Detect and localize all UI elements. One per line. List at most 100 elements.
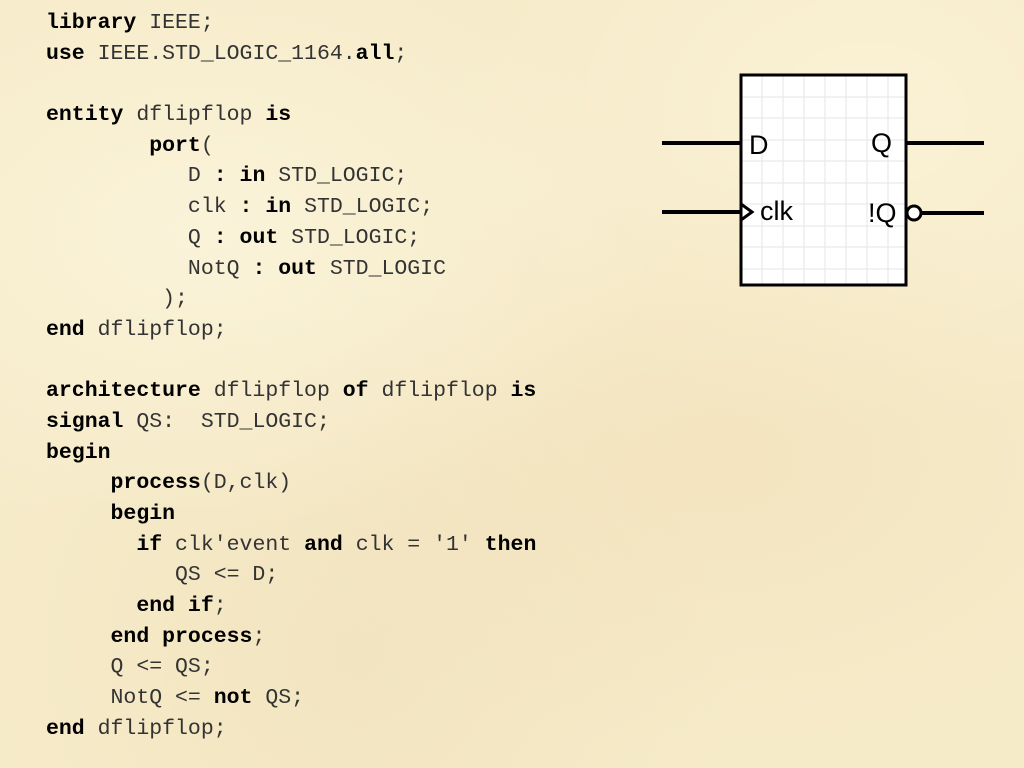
code-line: ); xyxy=(46,284,536,315)
inversion-bubble-icon xyxy=(905,204,923,222)
code-text: dflipflop; xyxy=(84,716,227,741)
code-text: NotQ xyxy=(46,256,253,281)
label-clk: clk xyxy=(760,196,793,226)
code-text: ( xyxy=(200,133,214,158)
code-keyword: out xyxy=(239,225,279,250)
code-line: end process; xyxy=(46,622,536,653)
code-line: if clk'event and clk = '1' then xyxy=(46,530,536,561)
code-line: QS <= D; xyxy=(46,560,536,591)
code-text xyxy=(46,134,149,158)
code-keyword: and xyxy=(304,532,343,557)
code-text: Q xyxy=(46,225,214,250)
label-q: Q xyxy=(871,128,893,158)
code-keyword: : xyxy=(239,195,253,220)
code-text xyxy=(227,164,240,188)
code-line: Q <= QS; xyxy=(46,652,536,683)
code-line: begin xyxy=(46,499,536,530)
code-line: architecture dflipflop of dflipflop is xyxy=(46,376,536,407)
code-keyword: : xyxy=(213,164,227,189)
code-text: ); xyxy=(46,287,188,312)
code-text: D xyxy=(46,164,214,189)
label-notq: !Q xyxy=(868,198,897,228)
code-text: clk'event xyxy=(162,532,305,557)
code-text xyxy=(46,502,111,526)
flipflop-body xyxy=(739,73,908,287)
code-line: NotQ <= not QS; xyxy=(46,683,536,714)
code-line: NotQ : out STD_LOGIC xyxy=(46,254,536,285)
code-keyword: architecture xyxy=(46,379,201,404)
code-keyword: : xyxy=(213,225,227,250)
code-keyword: in xyxy=(239,164,266,189)
code-keyword: out xyxy=(278,256,317,281)
code-text: QS <= D; xyxy=(46,563,279,588)
code-line: begin xyxy=(46,438,536,469)
code-keyword: port xyxy=(149,133,201,158)
code-text xyxy=(46,471,111,495)
code-text: QS: STD_LOGIC; xyxy=(123,409,330,434)
code-keyword: then xyxy=(484,532,537,557)
code-keyword: if xyxy=(136,532,163,557)
code-keyword: is xyxy=(265,103,292,128)
code-text: clk = '1' xyxy=(342,532,485,557)
code-text: dflipflop xyxy=(368,379,511,404)
code-line: use IEEE.STD_LOGIC_1164.all; xyxy=(46,39,536,70)
code-text: dflipflop xyxy=(123,103,266,128)
code-line: port( xyxy=(46,131,536,162)
code-text: dflipflop xyxy=(200,379,343,404)
code-line: end if; xyxy=(46,591,536,622)
code-line: D : in STD_LOGIC; xyxy=(46,161,536,192)
code-keyword: : xyxy=(252,256,266,281)
code-line xyxy=(46,346,536,377)
code-text: ; xyxy=(394,41,408,66)
code-text xyxy=(46,625,111,649)
code-keyword: in xyxy=(265,195,292,220)
code-text xyxy=(265,257,278,281)
code-keyword: use xyxy=(46,41,85,66)
code-line: Q : out STD_LOGIC; xyxy=(46,223,536,254)
code-keyword: begin xyxy=(46,440,111,465)
code-text: ; xyxy=(252,624,266,649)
code-text: ; xyxy=(213,594,227,619)
code-keyword: of xyxy=(342,379,369,404)
code-text: dflipflop; xyxy=(84,317,227,342)
code-keyword: all xyxy=(355,41,395,66)
code-text: IEEE; xyxy=(136,11,214,35)
vhdl-code-block: library IEEE;use IEEE.STD_LOGIC_1164.all… xyxy=(46,8,536,745)
code-line: end dflipflop; xyxy=(46,315,536,346)
code-text xyxy=(46,533,136,557)
code-text: QS; xyxy=(252,686,305,711)
code-line: end dflipflop; xyxy=(46,714,536,745)
code-text xyxy=(252,195,265,219)
code-keyword: end xyxy=(46,317,85,342)
code-keyword: end process xyxy=(110,624,253,649)
code-text: IEEE.STD_LOGIC_1164. xyxy=(84,41,356,66)
code-text: Q <= QS; xyxy=(46,655,214,680)
code-line: library IEEE; xyxy=(46,8,536,39)
code-text xyxy=(46,594,136,618)
flipflop-grid xyxy=(741,75,906,285)
code-text: STD_LOGIC xyxy=(316,256,446,281)
label-d: D xyxy=(749,130,769,160)
code-line: clk : in STD_LOGIC; xyxy=(46,192,536,223)
code-keyword: end if xyxy=(136,594,214,619)
code-keyword: process xyxy=(110,471,201,496)
code-text: NotQ <= xyxy=(46,686,214,711)
code-keyword: not xyxy=(213,686,253,711)
clock-edge-icon xyxy=(740,202,755,222)
code-text: STD_LOGIC; xyxy=(278,225,421,250)
code-text: STD_LOGIC; xyxy=(265,164,408,189)
code-text: (D,clk) xyxy=(200,471,292,496)
code-line: process(D,clk) xyxy=(46,468,536,499)
code-text xyxy=(227,226,240,250)
code-text: clk xyxy=(46,195,240,220)
code-line xyxy=(46,69,536,100)
code-text: STD_LOGIC; xyxy=(291,195,434,220)
code-keyword: library xyxy=(46,11,137,35)
code-keyword: is xyxy=(510,379,537,404)
code-keyword: begin xyxy=(110,502,176,526)
code-line: entity dflipflop is xyxy=(46,100,536,131)
code-keyword: signal xyxy=(46,409,124,434)
code-keyword: end xyxy=(46,716,85,741)
code-line: signal QS: STD_LOGIC; xyxy=(46,407,536,438)
code-keyword: entity xyxy=(46,103,124,128)
